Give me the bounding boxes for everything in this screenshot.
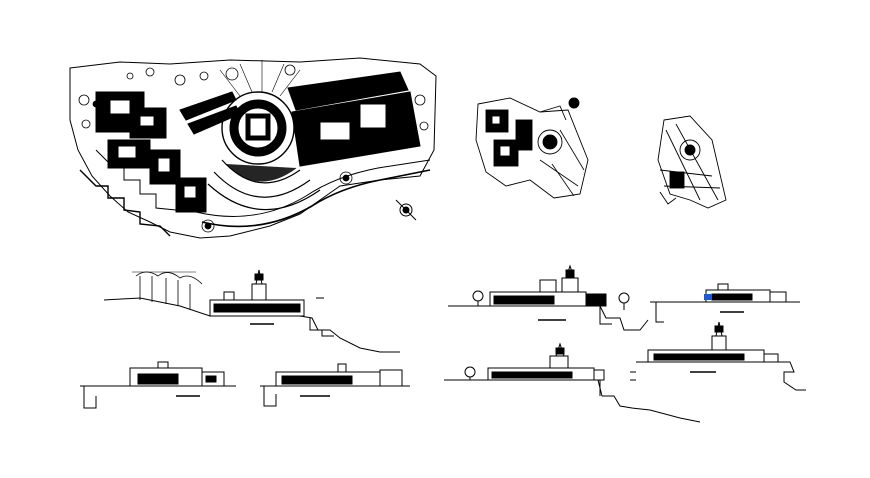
north-arrow-icon <box>395 199 417 221</box>
elevation-1 <box>103 269 400 353</box>
elevation-3 <box>260 363 410 407</box>
elevation-2 <box>80 361 236 409</box>
elevation-7 <box>636 321 806 391</box>
small-site-plan-b <box>657 115 727 209</box>
elevation-6 <box>444 342 701 423</box>
small-site-plan-a <box>475 97 589 199</box>
elevation-5 <box>650 283 800 323</box>
main-site-plan <box>69 57 437 239</box>
elevation-4 <box>448 264 649 331</box>
